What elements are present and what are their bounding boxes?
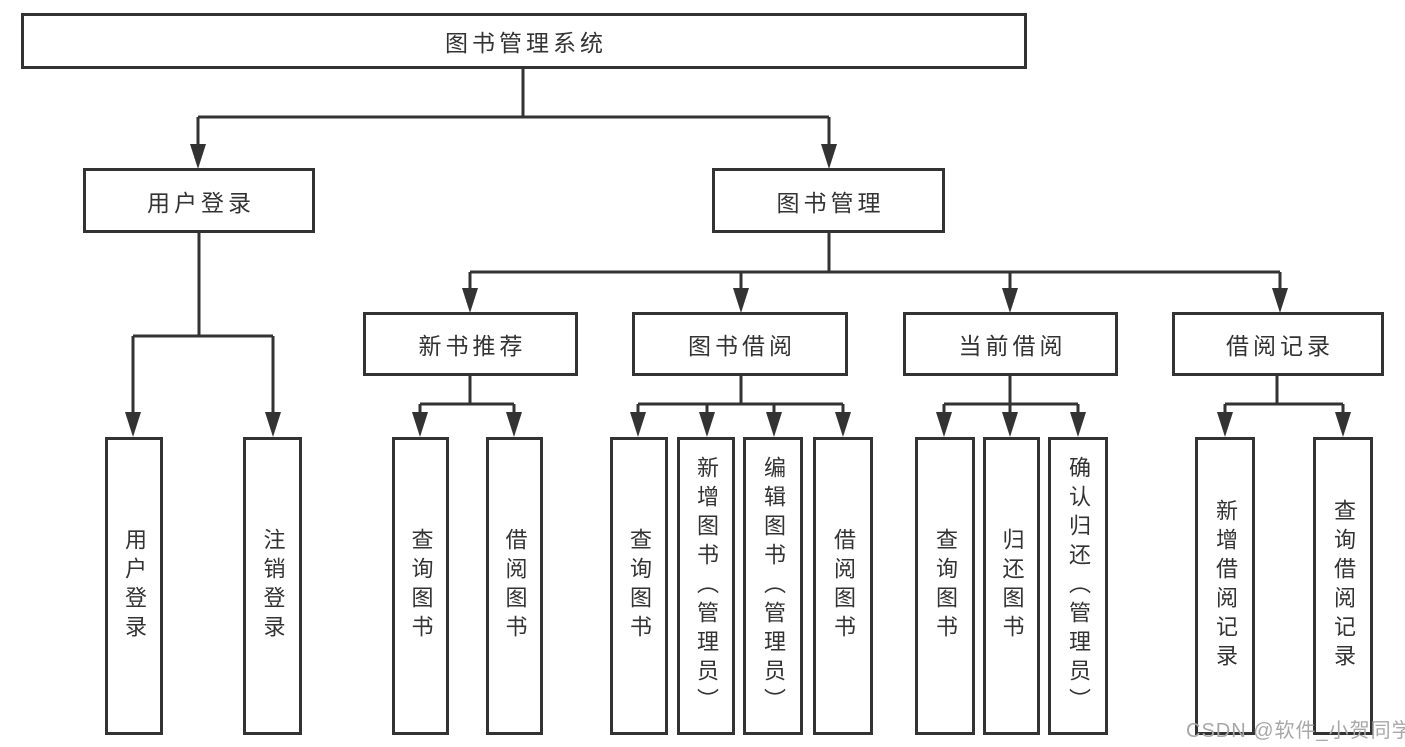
connector-user-login — [131, 233, 275, 416]
leaf-confirm-return-admin: 确认归还（管理员） — [1048, 437, 1108, 735]
node-root-label: 图书管理系统 — [445, 30, 607, 56]
node-book-management-label: 图书管理 — [776, 189, 885, 216]
leaf-add-book-admin-label: 新增图书（管理员） — [694, 455, 719, 717]
leaf-query-book-3: 查询图书 — [915, 437, 975, 735]
node-user-login: 用户登录 — [83, 168, 315, 233]
leaf-confirm-return-admin-label: 确认归还（管理员） — [1066, 455, 1091, 717]
leaf-query-book-2: 查询图书 — [610, 437, 668, 735]
leaf-query-book-1: 查询图书 — [392, 437, 449, 735]
leaf-query-borrow-record-label: 查询借阅记录 — [1331, 499, 1356, 673]
connector-root — [196, 69, 831, 148]
connector-borrow-record — [1223, 376, 1345, 416]
leaf-query-book-1-label: 查询图书 — [408, 528, 434, 644]
node-borrow-record-label: 借阅记录 — [1226, 333, 1334, 359]
leaf-add-borrow-record-label: 新增借阅记录 — [1213, 499, 1238, 673]
leaf-user-login: 用户登录 — [105, 437, 163, 735]
leaf-query-book-3-label: 查询图书 — [933, 528, 958, 644]
leaf-logout: 注销登录 — [243, 437, 302, 735]
leaf-borrow-book-2-label: 借阅图书 — [831, 528, 856, 644]
node-root: 图书管理系统 — [21, 13, 1027, 69]
node-borrow-record: 借阅记录 — [1172, 312, 1384, 376]
leaf-query-borrow-record: 查询借阅记录 — [1313, 437, 1373, 735]
connector-book-borrow — [636, 376, 845, 416]
node-book-borrow-label: 图书借阅 — [688, 333, 796, 359]
connector-current-borrow — [942, 376, 1080, 416]
node-book-management: 图书管理 — [712, 168, 945, 233]
leaf-logout-label: 注销登录 — [260, 528, 286, 644]
connector-book-management — [468, 233, 1282, 292]
leaf-user-login-label: 用户登录 — [122, 528, 147, 644]
leaf-borrow-book-1-label: 借阅图书 — [502, 528, 528, 644]
leaf-edit-book-admin-label: 编辑图书（管理员） — [761, 455, 786, 717]
node-new-book-recommend-label: 新书推荐 — [418, 333, 527, 359]
node-user-login-label: 用户登录 — [147, 189, 255, 216]
connector-new-book-recommend — [418, 376, 516, 416]
leaf-return-book: 归还图书 — [983, 437, 1040, 735]
leaf-borrow-book-2: 借阅图书 — [813, 437, 873, 735]
leaf-borrow-book-1: 借阅图书 — [486, 437, 543, 735]
leaf-return-book-label: 归还图书 — [999, 528, 1025, 644]
leaf-edit-book-admin: 编辑图书（管理员） — [743, 437, 803, 735]
leaf-query-book-2-label: 查询图书 — [627, 528, 652, 644]
node-current-borrow-label: 当前借阅 — [958, 333, 1067, 359]
node-new-book-recommend: 新书推荐 — [363, 312, 578, 376]
node-current-borrow: 当前借阅 — [903, 312, 1118, 376]
node-book-borrow: 图书借阅 — [632, 312, 848, 376]
watermark: CSDN @软件_小贺同学 — [1186, 720, 1405, 742]
leaf-add-book-admin: 新增图书（管理员） — [677, 437, 735, 735]
leaf-add-borrow-record: 新增借阅记录 — [1195, 437, 1255, 735]
